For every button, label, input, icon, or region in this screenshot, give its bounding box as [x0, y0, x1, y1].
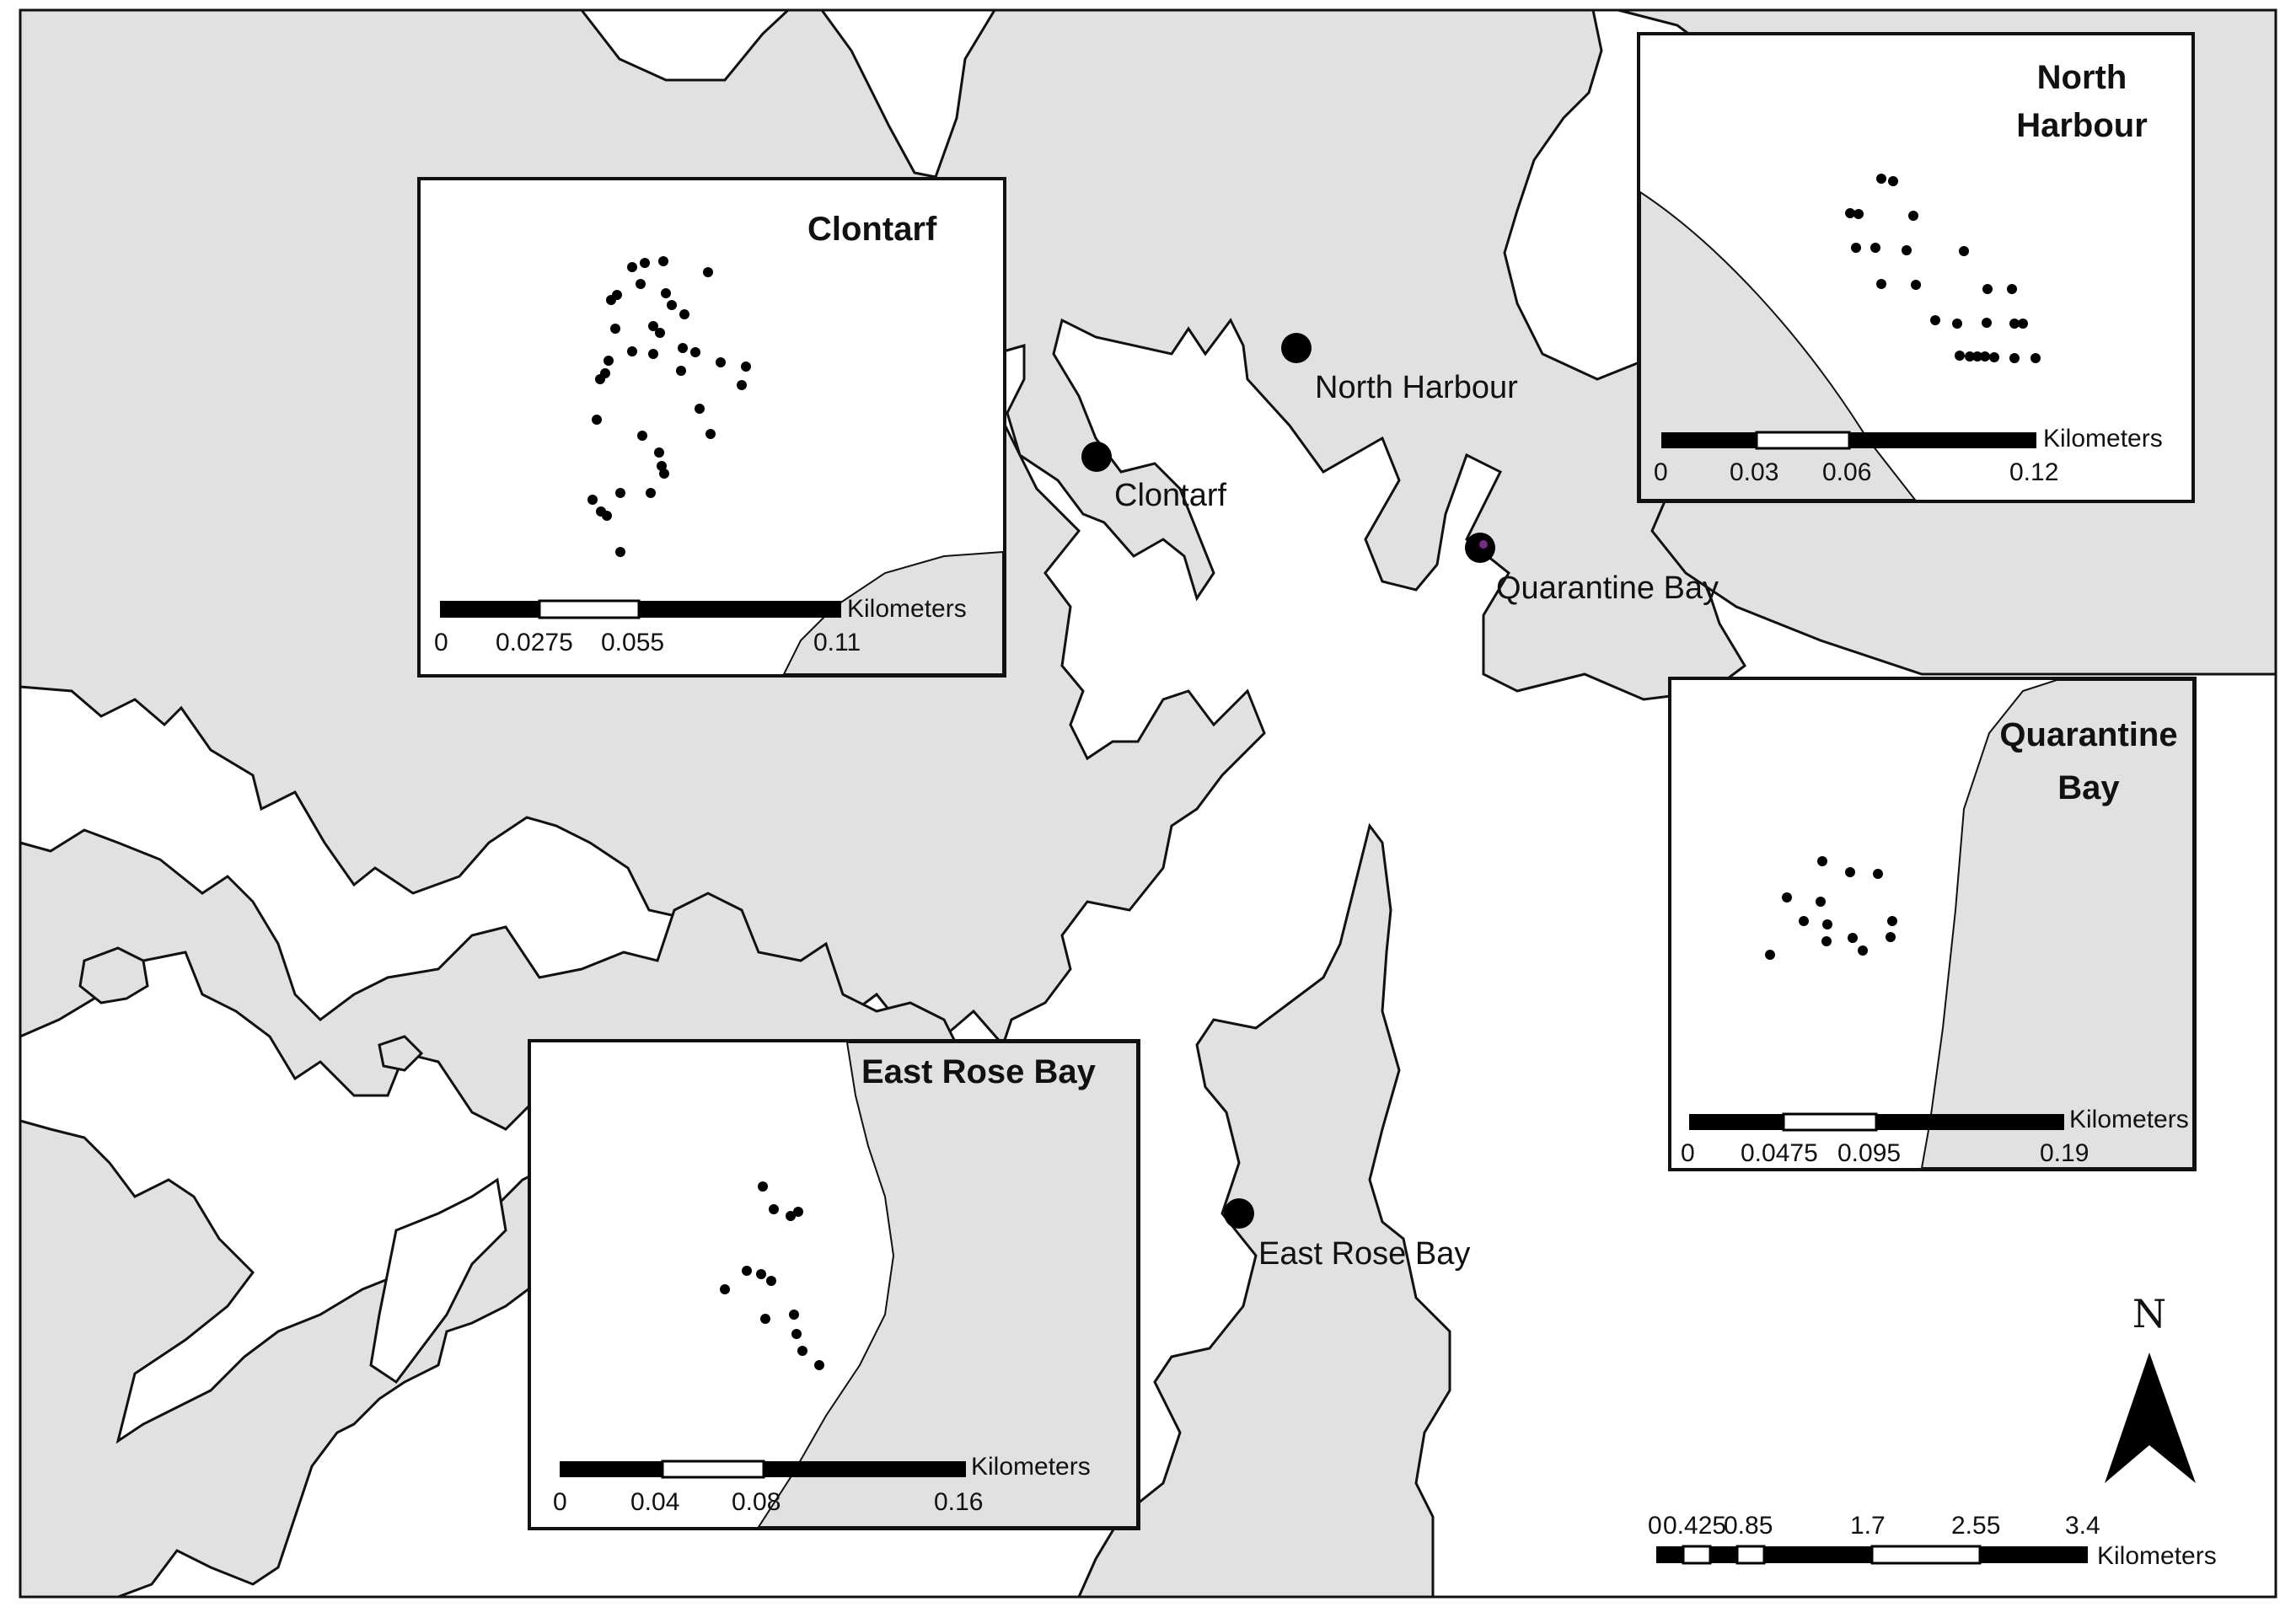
scale-bar: Kilometers 0 0.03 0.06 0.12 [1654, 425, 2163, 486]
north-arrow-icon [2105, 1353, 2196, 1483]
inset-quarantine-bay: Quarantine Bay Kilometers 0 0.0475 0.095… [1668, 677, 2197, 1171]
site-north-harbour: North Harbour [1281, 333, 1518, 405]
site-clontarf: Clontarf [1081, 442, 1226, 513]
site-label-east-rose-bay: East Rose Bay [1258, 1236, 1470, 1272]
site-marker [1081, 442, 1112, 472]
inset-east-rose-bay: East Rose Bay Kilometers 0 0.04 0.08 0.1… [528, 1039, 1140, 1530]
scale-tick: 0.19 [2040, 1139, 2089, 1167]
inset-title-line1: Quarantine [1999, 716, 2177, 753]
site-marker [1281, 333, 1312, 363]
site-marker [1465, 533, 1495, 563]
inset-title: Clontarf [807, 211, 937, 248]
scale-tick: 0.16 [934, 1488, 983, 1516]
scale-unit: Kilometers [2069, 1106, 2189, 1133]
site-label-quarantine-bay: Quarantine Bay [1496, 570, 1719, 606]
inset-title-line2: Harbour [2016, 107, 2148, 144]
scale-unit: Kilometers [847, 595, 967, 623]
inset-land [782, 550, 1004, 675]
scale-tick: 1.7 [1850, 1512, 1886, 1540]
scale-tick: 0.08 [732, 1488, 781, 1516]
scale-tick: 0.12 [2009, 458, 2058, 486]
site-marker-accent [1479, 540, 1488, 549]
site-quarantine-bay: Quarantine Bay [1465, 533, 1719, 606]
scale-tick: 0 [1648, 1512, 1662, 1540]
scale-tick: 0.03 [1730, 458, 1778, 486]
island-1 [78, 946, 149, 1004]
island-2 [378, 1035, 424, 1072]
scale-unit: Kilometers [2043, 425, 2163, 453]
north-arrow: N [2105, 1291, 2196, 1483]
sample-points [720, 1181, 824, 1370]
scale-tick: 0.11 [813, 629, 861, 656]
scale-unit: Kilometers [971, 1453, 1091, 1481]
scale-unit: Kilometers [2097, 1542, 2217, 1570]
site-marker [1224, 1198, 1254, 1229]
scale-tick: 0.06 [1822, 458, 1871, 486]
sample-points [1765, 856, 1897, 960]
scale-tick: 0 [1654, 458, 1668, 486]
site-label-clontarf: Clontarf [1114, 478, 1226, 513]
sample-points [1845, 174, 2041, 363]
scale-tick: 0.425 [1663, 1512, 1726, 1540]
scale-tick: 0 [553, 1488, 567, 1516]
land-south-head [1076, 822, 1451, 1599]
inset-title-line1: North [2037, 59, 2127, 96]
scale-tick: 0.095 [1837, 1139, 1901, 1167]
site-label-north-harbour: North Harbour [1315, 370, 1518, 405]
inset-title: East Rose Bay [861, 1053, 1097, 1090]
north-arrow-label: N [2132, 1291, 2166, 1336]
water-channel-south [369, 1177, 507, 1385]
inset-title-line2: Bay [2057, 769, 2120, 806]
inset-land [757, 1042, 1138, 1528]
scale-tick: 2.55 [1951, 1512, 2000, 1540]
scale-bar: Kilometers 0 0.0475 0.095 0.19 [1681, 1106, 2189, 1167]
scale-tick: 3.4 [2065, 1512, 2100, 1540]
scale-tick: 0.0475 [1741, 1139, 1818, 1167]
scale-tick: 0.0275 [496, 629, 573, 656]
scale-tick: 0.055 [601, 629, 664, 656]
site-east-rose-bay: East Rose Bay [1224, 1198, 1470, 1272]
inset-clontarf: Clontarf Kilometers 0 0.0275 0.055 0.11 [417, 177, 1006, 678]
scale-bar: Kilometers 0 0.0275 0.055 0.11 [434, 595, 967, 656]
inset-north-harbour: North Harbour Kilometers 0 0.03 0.06 0.1… [1637, 32, 2195, 503]
scale-tick: 0.85 [1724, 1512, 1773, 1540]
scale-tick: 0 [1681, 1139, 1695, 1167]
scale-bar: Kilometers 0 0.04 0.08 0.16 [553, 1453, 1091, 1516]
sample-points [587, 256, 751, 557]
main-scale-bar: 0 0.425 0.85 1.7 2.55 3.4 Kilometers [1648, 1512, 2217, 1570]
scale-tick: 0.04 [630, 1488, 679, 1516]
inset-land [1920, 679, 2194, 1169]
scale-tick: 0 [434, 629, 448, 656]
